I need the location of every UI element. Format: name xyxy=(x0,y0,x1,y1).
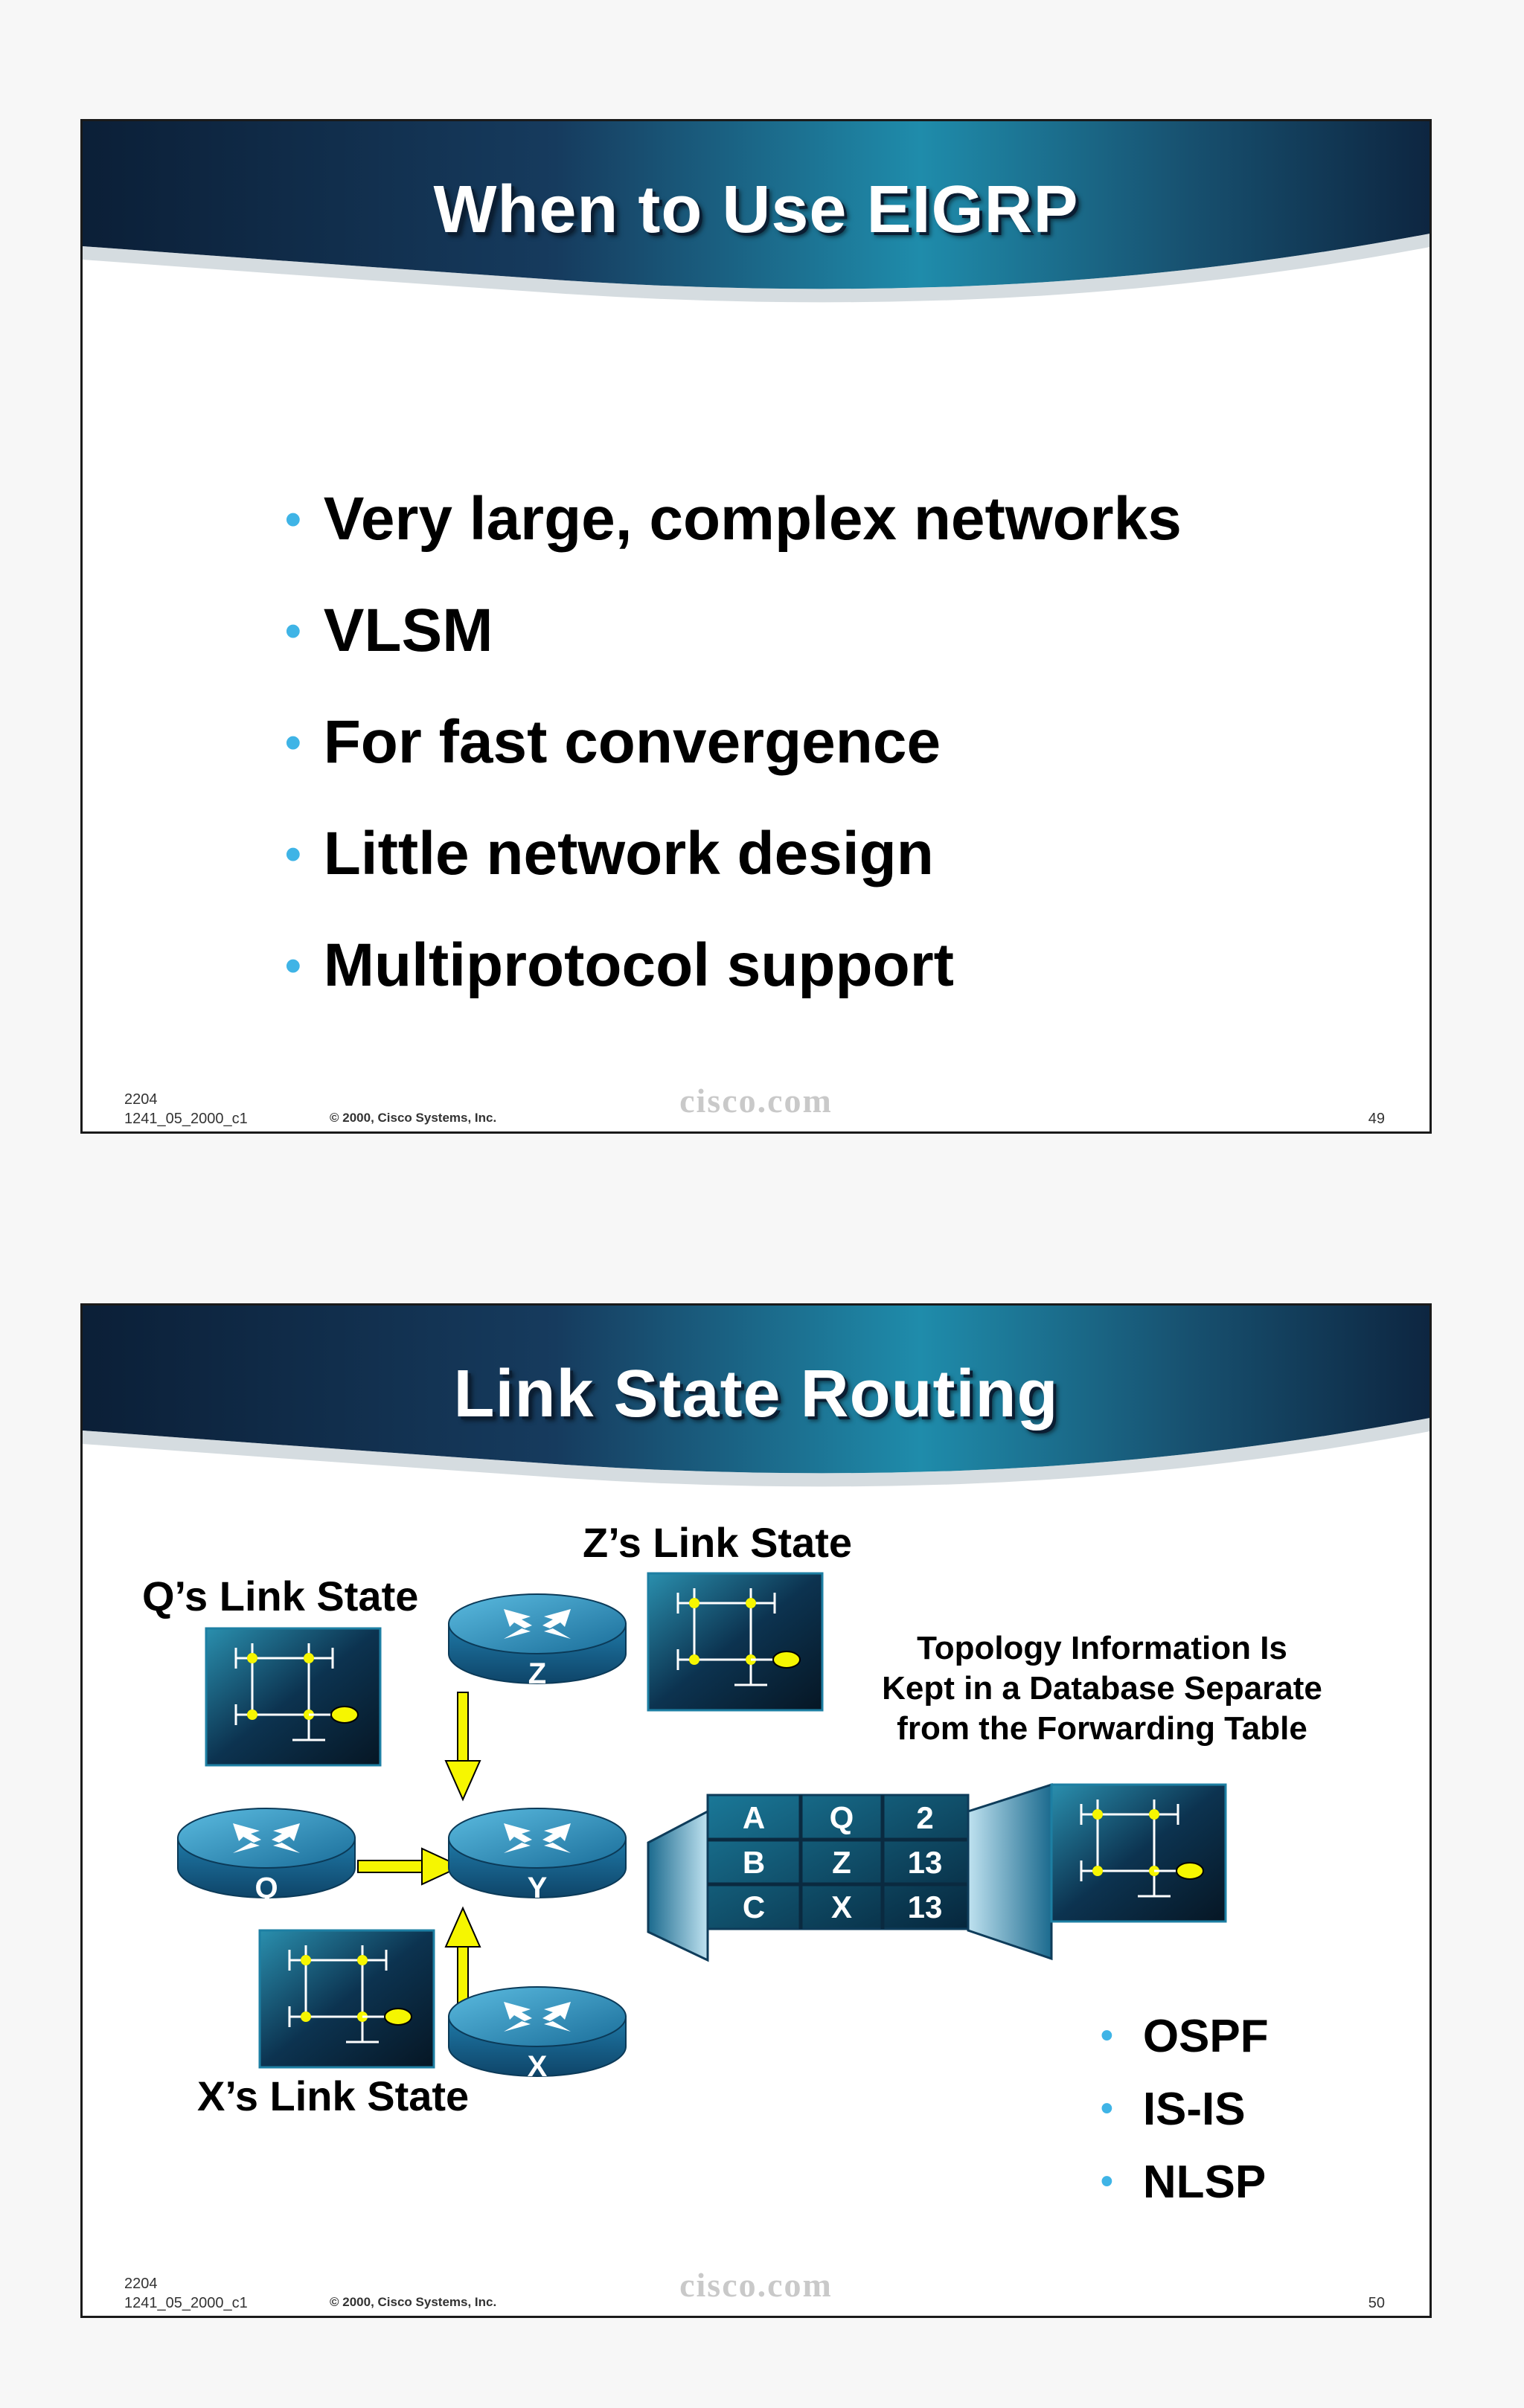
table-cell: B xyxy=(743,1845,765,1880)
cisco-logo: cisco.com xyxy=(679,2266,833,2304)
forwarding-table-text: A Q 2 B Z 13 C X 13 xyxy=(743,1800,943,1924)
table-cell: A xyxy=(743,1800,765,1835)
footer-copyright: © 2000, Cisco Systems, Inc. xyxy=(330,2295,497,2309)
protocol-list: • OSPF • IS-IS • NLSP xyxy=(1101,2000,1269,2219)
bullet-item: • VLSM xyxy=(285,575,1182,687)
bullet-dot-icon: • xyxy=(285,494,301,545)
database-funnel xyxy=(967,1782,1053,1961)
bullet-item: • Little network design xyxy=(285,798,1182,910)
slide-when-to-use-eigrp: When to Use EIGRP • Very large, complex n… xyxy=(80,119,1432,1134)
link-state-diagram xyxy=(205,1572,1227,2069)
page-number: 50 xyxy=(1368,2295,1385,2311)
slide-title: Link State Routing xyxy=(453,1357,1059,1431)
slide-title: When to Use EIGRP xyxy=(433,173,1079,247)
arrow-q-to-y-icon xyxy=(357,1847,463,1886)
cisco-logo: cisco.com xyxy=(679,1082,833,1120)
footer-course-code: 2204 1241_05_2000_c1 xyxy=(124,2274,248,2313)
z-link-state-graph-icon xyxy=(647,1572,824,1712)
bullet-list: • Very large, complex networks • VLSM • For… xyxy=(285,463,1182,1021)
router-label: Z xyxy=(528,1657,546,1690)
database-graph-icon xyxy=(1050,1783,1227,1923)
arrow-z-to-y-icon xyxy=(444,1692,481,1802)
bullet-text: For fast convergence xyxy=(323,708,941,776)
protocol-text: NLSP xyxy=(1142,2157,1267,2208)
table-cell: 13 xyxy=(908,1890,943,1924)
bullet-dot-icon: • xyxy=(285,940,301,992)
protocol-item: • NLSP xyxy=(1101,2146,1269,2219)
topology-note: Topology Information Is Kept in a Databa… xyxy=(827,1628,1377,1749)
bullet-dot-icon: • xyxy=(285,717,301,768)
bullet-item: • Multiprotocol support xyxy=(285,910,1182,1021)
footer-code-line: 1241_05_2000_c1 xyxy=(124,1111,248,1127)
table-cell: C xyxy=(743,1890,765,1924)
topology-note-line: Kept in a Database Separate xyxy=(882,1670,1322,1707)
table-funnel xyxy=(647,1809,709,1962)
router-y-icon: Y xyxy=(448,1808,627,1904)
page-number: 49 xyxy=(1368,1111,1385,1127)
protocol-item: • IS-IS xyxy=(1101,2073,1269,2146)
router-label: Y xyxy=(528,1872,548,1904)
protocol-text: OSPF xyxy=(1142,2011,1269,2062)
z-link-state-label: Z’s Link State xyxy=(583,1519,853,1566)
protocol-text: IS-IS xyxy=(1142,2084,1246,2135)
topology-note-line: from the Forwarding Table xyxy=(897,1710,1307,1747)
router-z-icon: Z xyxy=(448,1593,627,1690)
bullet-text: Multiprotocol support xyxy=(323,931,954,999)
forwarding-table xyxy=(706,1794,970,1930)
q-link-state-graph-icon xyxy=(205,1627,382,1767)
bullet-dot-icon: • xyxy=(1101,2162,1113,2201)
router-label: X xyxy=(528,2050,548,2083)
router-q-icon: Q xyxy=(177,1808,356,1904)
bullet-text: Little network design xyxy=(323,820,934,887)
x-link-state-label: X’s Link State xyxy=(197,2073,470,2119)
router-x-icon: X xyxy=(448,1986,627,2083)
bullet-text: Very large, complex networks xyxy=(323,485,1182,553)
footer-course-code: 2204 1241_05_2000_c1 xyxy=(124,1090,248,1128)
table-cell: 2 xyxy=(916,1800,933,1835)
bullet-text: VLSM xyxy=(323,597,493,664)
bullet-item: • Very large, complex networks xyxy=(285,463,1182,575)
table-cell: Z xyxy=(832,1845,851,1880)
title-banner xyxy=(83,1306,1429,1514)
protocol-item: • OSPF xyxy=(1101,2000,1269,2073)
table-cell: Q xyxy=(830,1800,854,1835)
q-link-state-label: Q’s Link State xyxy=(142,1573,419,1619)
bullet-dot-icon: • xyxy=(285,829,301,880)
router-label: Q xyxy=(254,1872,278,1904)
bullet-dot-icon: • xyxy=(1101,2016,1113,2055)
x-link-state-graph-icon xyxy=(258,1929,435,2069)
footer-code-line: 1241_05_2000_c1 xyxy=(124,2295,248,2311)
title-banner xyxy=(83,121,1429,330)
table-cell: 13 xyxy=(908,1845,943,1880)
table-cell: X xyxy=(831,1890,852,1924)
bullet-item: • For fast convergence xyxy=(285,687,1182,798)
footer-copyright: © 2000, Cisco Systems, Inc. xyxy=(330,1111,497,1125)
slide-link-state-routing: Link State Routing xyxy=(80,1303,1432,2318)
bullet-dot-icon: • xyxy=(1101,2089,1113,2128)
footer-code-line: 2204 xyxy=(124,2276,158,2292)
bullet-dot-icon: • xyxy=(285,606,301,657)
footer-code-line: 2204 xyxy=(124,1091,158,1108)
arrow-x-to-y-icon xyxy=(444,1906,481,2006)
topology-note-line: Topology Information Is xyxy=(917,1630,1287,1666)
